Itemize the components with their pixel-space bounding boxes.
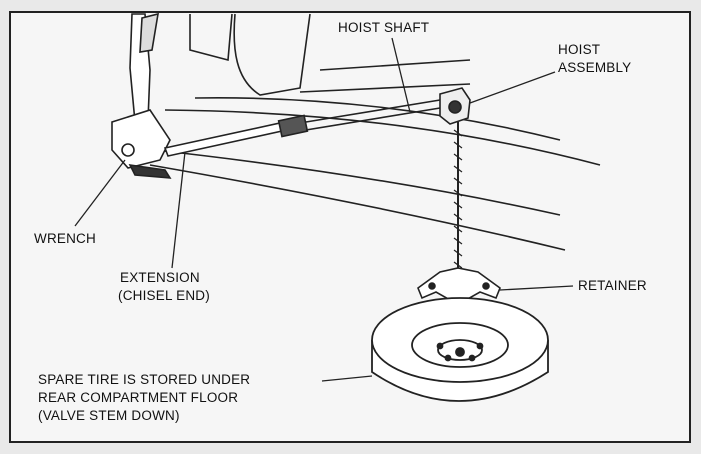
body-curve-c bbox=[319, 59, 471, 71]
leader-extension bbox=[171, 151, 186, 269]
label-hoist-assembly-2: ASSEMBLY bbox=[558, 60, 632, 75]
label-wrench: WRENCH bbox=[34, 231, 96, 246]
leader-spare-tire bbox=[321, 375, 373, 382]
leader-wrench bbox=[74, 159, 126, 227]
label-hoist-assembly-1: HOIST bbox=[558, 42, 601, 57]
hoist-shaft-line bbox=[305, 99, 441, 123]
wrench-grip bbox=[139, 12, 159, 53]
hoist-cable bbox=[453, 122, 463, 272]
leader-hoist-assembly bbox=[469, 71, 556, 104]
wrench-socket bbox=[128, 163, 172, 179]
label-spare-tire-1: SPARE TIRE IS STORED UNDER bbox=[38, 372, 251, 387]
hoist-assembly bbox=[439, 87, 471, 125]
wrench bbox=[111, 12, 172, 179]
label-extension-1: EXTENSION bbox=[120, 270, 200, 285]
vehicle-body bbox=[149, 13, 601, 251]
label-retainer: RETAINER bbox=[578, 278, 647, 293]
diagram-frame bbox=[9, 11, 691, 443]
wrench-pivot bbox=[121, 143, 135, 157]
label-spare-tire-3: (VALVE STEM DOWN) bbox=[38, 408, 180, 423]
leader-hoist-shaft bbox=[391, 37, 411, 113]
hoist-shaft-line-2 bbox=[305, 107, 441, 131]
hoist-hub bbox=[448, 100, 462, 114]
label-spare-tire-2: REAR COMPARTMENT FLOOR bbox=[38, 390, 239, 405]
leader-retainer bbox=[499, 285, 574, 291]
body-curve-a bbox=[154, 149, 561, 216]
body-curve-b bbox=[149, 164, 566, 251]
body-curve-d bbox=[299, 83, 471, 93]
extension-coupler bbox=[277, 114, 309, 138]
label-extension-2: (CHISEL END) bbox=[118, 288, 210, 303]
cable-thread bbox=[453, 129, 463, 269]
retainer-body bbox=[417, 267, 501, 301]
extension-rod bbox=[163, 99, 441, 157]
label-hoist-shaft: HOIST SHAFT bbox=[338, 20, 430, 35]
leader-lines bbox=[74, 37, 574, 382]
body-sill-lower bbox=[164, 109, 601, 166]
body-panel-left bbox=[189, 13, 233, 62]
spare-tire bbox=[371, 297, 549, 402]
retainer bbox=[417, 267, 501, 360]
body-upper-edge bbox=[233, 13, 311, 96]
body-sill-upper bbox=[194, 97, 561, 141]
